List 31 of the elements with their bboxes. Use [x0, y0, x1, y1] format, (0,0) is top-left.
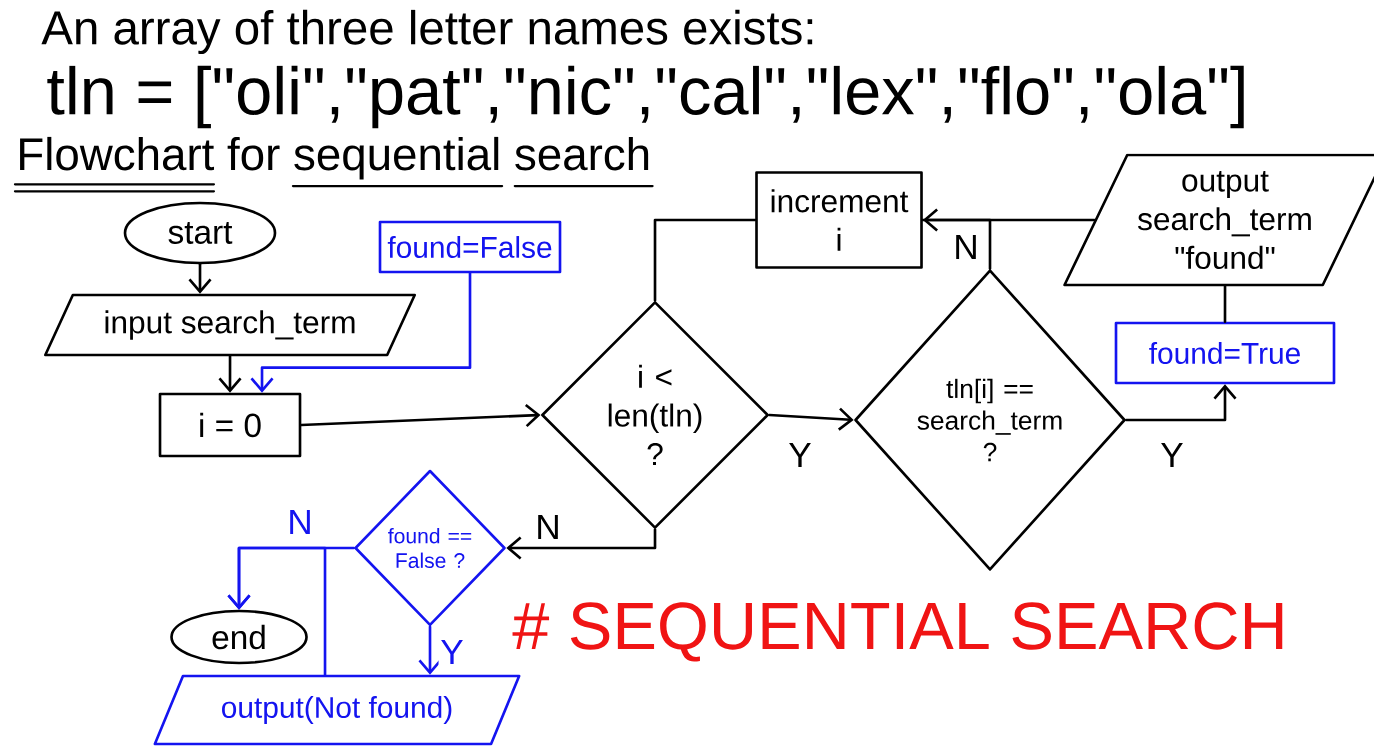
connector-line [653, 218, 757, 302]
arrow [250, 272, 472, 393]
connector-line [921, 218, 1096, 222]
input-parallelogram: input search_term [44, 293, 417, 357]
end-oval: end [170, 609, 308, 665]
assignment-box: found=True [1114, 321, 1336, 385]
edge-label: N [285, 508, 315, 536]
intro-text: An array of three letter names exists: [41, 9, 813, 55]
arrow [418, 625, 442, 675]
arrow [506, 528, 657, 560]
edge-label: Y [786, 441, 814, 469]
process-box: i = 0 [158, 392, 302, 458]
arrow [227, 546, 327, 676]
output-parallelogram: output search_term "found" [1063, 153, 1374, 287]
title: Flowchart for sequential search [20, 136, 649, 180]
array-definition: tln = ["oli","pat","nic","cal","lex","flo","ola"] [47, 65, 1244, 129]
process-box: increment i [755, 171, 923, 269]
edge-label: Y [438, 638, 466, 666]
start-oval: start [123, 201, 277, 265]
arrow [188, 263, 212, 294]
arrow [1125, 384, 1237, 422]
output-parallelogram: output(Not found) [153, 674, 521, 746]
assignment-box: found=False [378, 220, 562, 274]
edge-label: N [951, 233, 981, 261]
arrow [768, 407, 854, 431]
annotation-text: # SEQUENTIAL SEARCH [512, 602, 1283, 662]
edge-label: Y [1158, 441, 1186, 469]
arrow [922, 208, 992, 270]
arrow [300, 404, 541, 428]
arrow [218, 355, 242, 393]
connector-line [1223, 285, 1227, 323]
